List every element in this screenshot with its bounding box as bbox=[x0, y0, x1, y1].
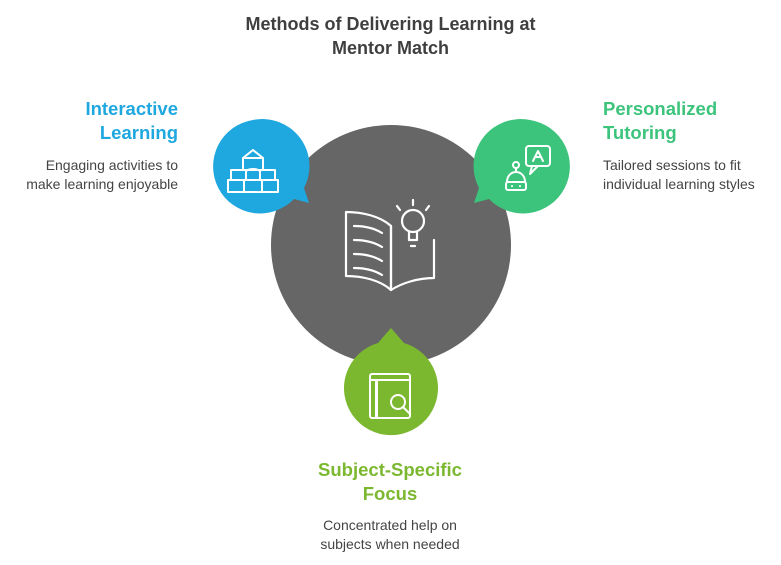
personalized-tutoring-desc-line-2: individual learning styles bbox=[603, 176, 755, 192]
book-search-icon bbox=[369, 373, 411, 419]
title-line-1: Methods of Delivering Learning at bbox=[245, 14, 536, 34]
subject-focus-description: Concentrated help on subjects when neede… bbox=[240, 516, 540, 554]
personalized-tutoring-heading-line-2: Tutoring bbox=[603, 122, 677, 143]
subject-focus-desc-line-1: Concentrated help on bbox=[323, 517, 457, 533]
personalized-tutoring-heading-line-1: Personalized bbox=[603, 98, 718, 119]
interactive-learning-desc-line-1: Engaging activities to bbox=[45, 157, 178, 173]
personalized-tutoring-desc-line-1: Tailored sessions to fit bbox=[603, 157, 741, 173]
diagram-title: Methods of Delivering Learning at Mentor… bbox=[0, 12, 781, 60]
personalized-tutoring-blob bbox=[473, 119, 570, 214]
subject-focus-desc-line-2: subjects when needed bbox=[320, 536, 460, 552]
title-line-2: Mentor Match bbox=[332, 38, 449, 58]
interactive-learning-desc-line-2: make learning enjoyable bbox=[26, 176, 178, 192]
book-lightbulb-icon bbox=[344, 198, 436, 292]
subject-focus-blob bbox=[344, 328, 438, 436]
personalized-tutoring-description: Tailored sessions to fit individual lear… bbox=[603, 156, 755, 194]
interactive-learning-heading: Interactive Learning bbox=[85, 97, 178, 145]
building-blocks-icon bbox=[227, 149, 279, 193]
subject-focus-heading-line-1: Subject-Specific bbox=[318, 459, 462, 480]
interactive-learning-description: Engaging activities to make learning enj… bbox=[26, 156, 178, 194]
interactive-learning-heading-line-2: Learning bbox=[99, 122, 178, 143]
subject-focus-heading: Subject-Specific Focus bbox=[240, 458, 540, 506]
interactive-learning-heading-line-1: Interactive bbox=[85, 98, 178, 119]
robot-tutor-icon bbox=[505, 145, 551, 191]
interactive-learning-blob bbox=[213, 119, 310, 214]
personalized-tutoring-heading: Personalized Tutoring bbox=[603, 97, 717, 145]
subject-focus-heading-line-2: Focus bbox=[362, 483, 418, 504]
